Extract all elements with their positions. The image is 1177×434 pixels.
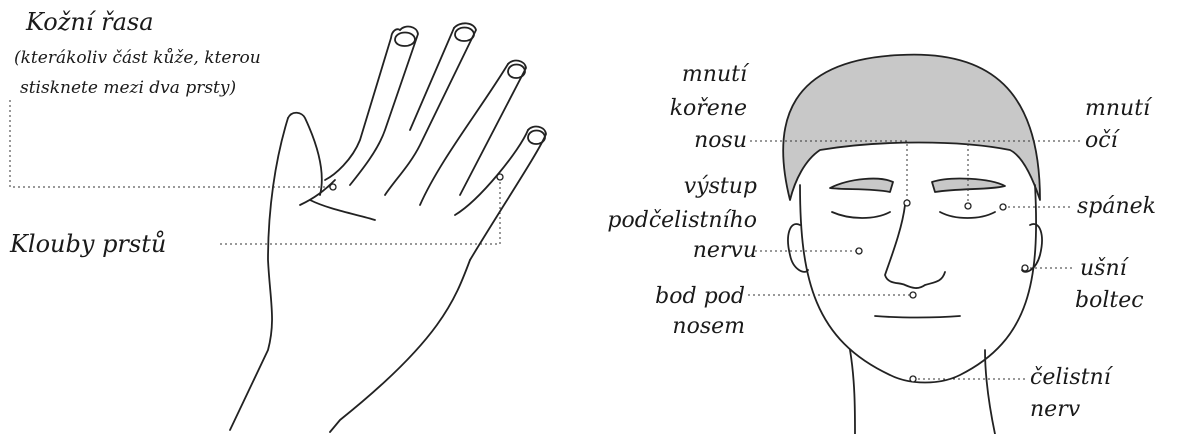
- point-earlobe: [1022, 265, 1028, 271]
- label-eyes-1: mnutí: [1085, 98, 1150, 120]
- label-nose-root-2: kořene: [670, 98, 747, 120]
- point-skin-fold: [330, 184, 336, 190]
- hair: [783, 55, 1040, 200]
- label-jaw-1: čelistní: [1030, 367, 1111, 389]
- point-nerve: [856, 248, 862, 254]
- leader-nose-root: [750, 141, 907, 202]
- label-skin-fold-note-2: stisknete mezi dva prsty): [20, 80, 236, 97]
- point-jaw: [910, 376, 916, 382]
- label-nerve-2: podčelistního: [607, 210, 757, 232]
- label-nerve-1: výstup: [684, 176, 757, 198]
- leader-knuckles: [220, 178, 500, 244]
- leader-skin-fold: [10, 100, 330, 187]
- point-temple: [1000, 204, 1006, 210]
- point-knuckles: [497, 174, 503, 180]
- label-nose-root-1: mnutí: [682, 64, 747, 86]
- label-earlobe-2: boltec: [1075, 290, 1144, 312]
- label-eyes-2: očí: [1085, 130, 1118, 152]
- label-temple: spánek: [1077, 196, 1156, 218]
- label-nose-root-3: nosu: [694, 130, 747, 152]
- label-knuckles: Klouby prstů: [10, 232, 166, 256]
- label-jaw-2: nerv: [1030, 399, 1080, 421]
- point-eyes: [965, 203, 971, 209]
- label-nerve-3: nervu: [693, 240, 757, 262]
- label-under-nose-1: bod pod: [655, 286, 745, 308]
- point-under-nose: [910, 292, 916, 298]
- label-skin-fold-note-1: (kterákoliv část kůže, kterou: [14, 50, 261, 67]
- point-nose-root: [904, 200, 910, 206]
- label-under-nose-2: nosem: [672, 316, 745, 338]
- hand-drawing: [230, 23, 546, 432]
- label-earlobe-1: ušní: [1080, 258, 1127, 280]
- label-skin-fold: Kožní řasa: [26, 10, 154, 34]
